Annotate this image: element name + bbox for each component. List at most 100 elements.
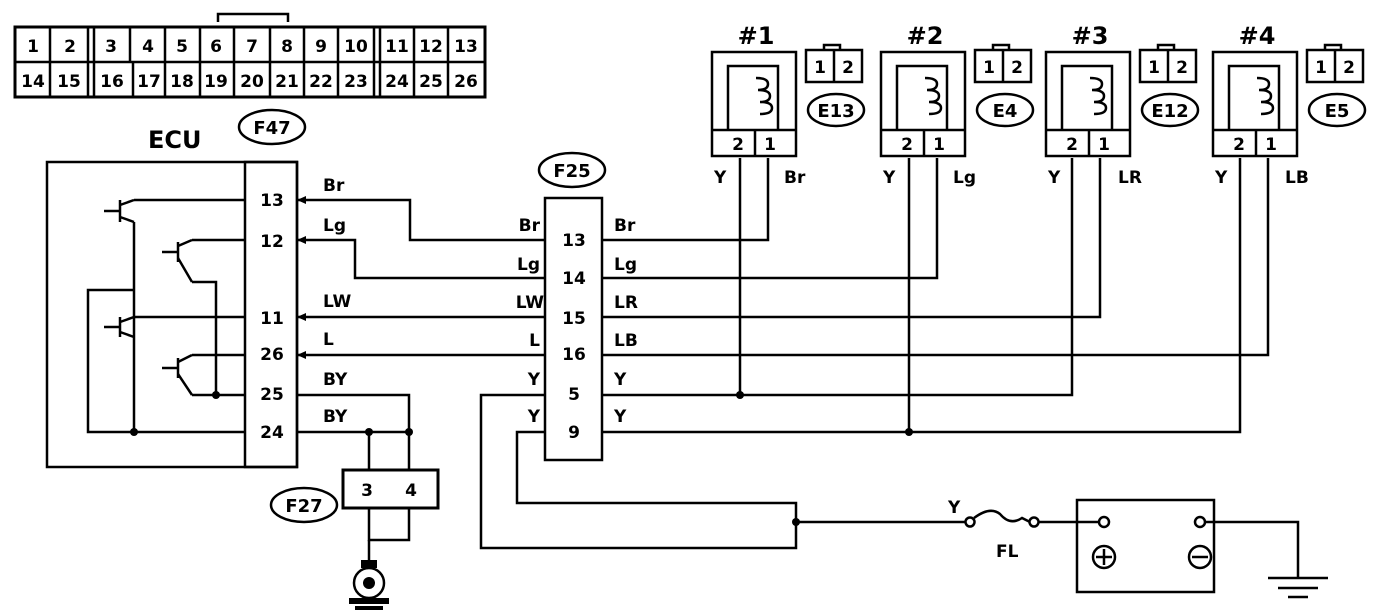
ecu-connector-pin: 22 bbox=[309, 72, 333, 92]
wire-label: Lg bbox=[517, 255, 540, 275]
ecu-connector-pin: 17 bbox=[137, 72, 161, 92]
wire-label: Y bbox=[527, 370, 541, 390]
wire-label: Lg bbox=[323, 216, 346, 236]
ecu-pin-block bbox=[243, 160, 299, 469]
f25-pin: 15 bbox=[562, 309, 586, 329]
coil-wire-label: Br bbox=[784, 168, 806, 188]
plug-pin: 2 bbox=[1176, 58, 1188, 78]
ecu-connector-pin: 26 bbox=[454, 72, 478, 92]
fuse-label: FL bbox=[996, 542, 1019, 562]
coil-connector-label: E12 bbox=[1151, 101, 1188, 122]
coil-pin: 2 bbox=[1066, 135, 1078, 155]
coil-number: #4 bbox=[1239, 22, 1276, 50]
coil-pin: 1 bbox=[1098, 135, 1110, 155]
wire-label: Y bbox=[613, 370, 627, 390]
ecu-pin: 12 bbox=[260, 232, 284, 252]
coil-number: #1 bbox=[738, 22, 775, 50]
f25-pin: 5 bbox=[568, 385, 580, 405]
coil-pin: 1 bbox=[933, 135, 945, 155]
f25-pin-numbers: 13 14 15 16 5 9 bbox=[562, 231, 586, 443]
f25-coil-wires bbox=[602, 158, 1270, 436]
coil-pin: 1 bbox=[1265, 135, 1277, 155]
ground-icon bbox=[1268, 576, 1328, 599]
plug-pin: 1 bbox=[1315, 58, 1327, 78]
coil-pin: 2 bbox=[732, 135, 744, 155]
ecu-connector-pin: 5 bbox=[176, 37, 188, 57]
ecu-connector-pin: 16 bbox=[100, 72, 124, 92]
wire-label: L bbox=[323, 330, 334, 350]
wire-label: LR bbox=[614, 293, 638, 313]
f25-pin: 16 bbox=[562, 345, 586, 365]
f25-pin: 9 bbox=[568, 423, 580, 443]
wire-label: L bbox=[529, 331, 540, 351]
ecu-transistors bbox=[86, 198, 245, 436]
ecu-connector-pin: 20 bbox=[240, 72, 264, 92]
ecu-pin: 25 bbox=[260, 385, 284, 405]
wire-label: Br bbox=[519, 216, 541, 236]
f27-connector: 3 4 bbox=[341, 432, 440, 560]
ecu-connector-pin: 23 bbox=[344, 72, 368, 92]
f27-label: F27 bbox=[285, 496, 322, 517]
ecu-connector-oval bbox=[237, 108, 307, 146]
wire-label: LW bbox=[323, 292, 352, 312]
ecu-connector-pin: 9 bbox=[315, 37, 327, 57]
wire-label: Br bbox=[323, 176, 345, 196]
ecu-connector-pin: 2 bbox=[64, 37, 76, 57]
fusible-link-icon bbox=[964, 509, 1100, 528]
coil-connector-oval bbox=[1140, 92, 1200, 128]
coil-pin: 2 bbox=[901, 135, 913, 155]
plug-pin: 1 bbox=[814, 58, 826, 78]
f27-pin: 3 bbox=[361, 481, 373, 501]
f25-label: F25 bbox=[553, 161, 590, 182]
ecu-connector-label: F47 bbox=[253, 118, 290, 139]
coil-wire-label: Y bbox=[713, 168, 727, 188]
ecu-connector-pin: 15 bbox=[57, 72, 81, 92]
ecu-pin: 13 bbox=[260, 191, 284, 211]
wire-label: Lg bbox=[614, 255, 637, 275]
ecu-wire-labels: Br Lg LW L BY BY bbox=[323, 176, 352, 427]
ecu-connector-pin: 7 bbox=[246, 37, 258, 57]
wire-label: Br bbox=[614, 216, 636, 236]
coil-wire-label: LB bbox=[1285, 168, 1309, 188]
battery-icon bbox=[1075, 498, 1300, 594]
wire-label: LW bbox=[516, 293, 545, 313]
plug-pin: 2 bbox=[1343, 58, 1355, 78]
body-ground-icon bbox=[349, 560, 389, 610]
ecu-title: ECU bbox=[148, 126, 202, 154]
ecu-connector-pin: 4 bbox=[142, 37, 154, 57]
coil-pin: 1 bbox=[764, 135, 776, 155]
coil-wire-label: Y bbox=[1047, 168, 1061, 188]
f25-right-labels: Br Lg LR LB Y Y bbox=[613, 216, 638, 427]
power-feed-wires bbox=[479, 393, 965, 550]
wire-label: Y bbox=[527, 407, 541, 427]
plug-pin: 1 bbox=[1148, 58, 1160, 78]
ecu-connector-pin: 3 bbox=[105, 37, 117, 57]
coil-connector-label: E5 bbox=[1325, 101, 1350, 122]
coil-connector-oval bbox=[1307, 92, 1367, 128]
ecu-connector-pin: 8 bbox=[281, 37, 293, 57]
ecu-connector-pin: 19 bbox=[204, 72, 228, 92]
ecu-connector-pin: 21 bbox=[275, 72, 299, 92]
coil-connector-label: E4 bbox=[993, 101, 1018, 122]
wire-label: BY bbox=[323, 370, 348, 390]
coil-connector-oval bbox=[975, 92, 1035, 128]
ecu-connector-pin: 13 bbox=[454, 37, 478, 57]
f27-pin: 4 bbox=[405, 481, 417, 501]
coil-wire-label: Y bbox=[1214, 168, 1228, 188]
plug-pin: 2 bbox=[842, 58, 854, 78]
coil-wire-label: LR bbox=[1118, 168, 1142, 188]
plug-pin: 1 bbox=[983, 58, 995, 78]
plug-pin: 2 bbox=[1011, 58, 1023, 78]
ecu-connector-pin: 14 bbox=[21, 72, 45, 92]
ecu-connector-pin: 6 bbox=[210, 37, 222, 57]
coil-connector-oval bbox=[806, 92, 866, 128]
f25-box bbox=[543, 196, 604, 462]
ecu-connector-pin: 11 bbox=[385, 37, 409, 57]
ecu-connector-pin: 25 bbox=[419, 72, 443, 92]
f25-oval bbox=[537, 151, 607, 189]
coil-number: #2 bbox=[907, 22, 944, 50]
